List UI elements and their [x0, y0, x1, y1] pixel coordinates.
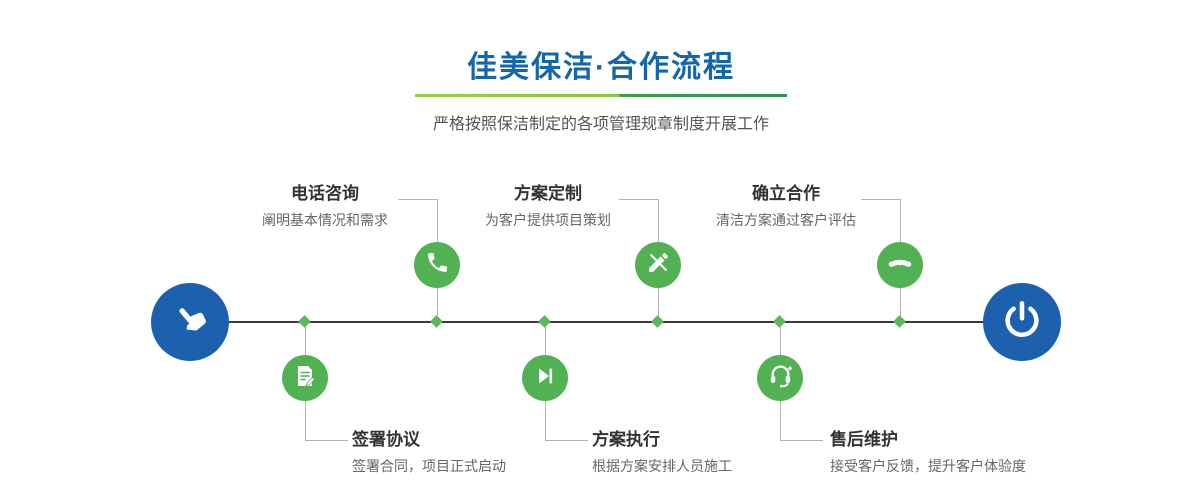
step-title: 方案定制	[514, 184, 582, 203]
step-node-phone	[414, 242, 460, 288]
connector-line	[658, 199, 659, 243]
design-tools-icon	[646, 250, 671, 280]
connector-line	[545, 440, 588, 441]
connector-line	[398, 199, 437, 200]
connector-line	[305, 326, 306, 355]
connector-line	[861, 199, 900, 200]
diamond-marker	[893, 315, 906, 328]
connector-line	[900, 288, 901, 317]
handshake-icon	[887, 250, 913, 281]
connector-line	[437, 288, 438, 317]
step-aftersales-service: 售后维护 接受客户反馈，提升客户体验度	[830, 430, 1080, 475]
timeline-end-node	[983, 283, 1061, 361]
step-desc: 阐明基本情况和需求	[262, 212, 388, 228]
step-desc: 签署合同，项目正式启动	[352, 458, 506, 474]
hand-pointer-icon	[170, 300, 210, 345]
connector-line	[619, 199, 658, 200]
timeline-line	[190, 321, 1022, 323]
step-node-contract	[282, 355, 328, 401]
step-desc: 根据方案安排人员施工	[592, 458, 732, 474]
step-desc: 为客户提供项目策划	[485, 212, 611, 228]
step-phone-consult: 电话咨询 阐明基本情况和需求	[230, 184, 420, 229]
connector-line	[545, 401, 546, 440]
connector-line	[305, 440, 348, 441]
contract-icon	[293, 364, 317, 393]
connector-line	[780, 401, 781, 440]
step-node-design	[635, 242, 681, 288]
connector-line	[545, 326, 546, 355]
step-plan-execute: 方案执行 根据方案安排人员施工	[592, 430, 822, 475]
step-node-execute	[522, 355, 568, 401]
step-desc: 清洁方案通过客户评估	[716, 212, 856, 228]
step-node-aftersales	[757, 355, 803, 401]
step-desc: 接受客户反馈，提升客户体验度	[830, 458, 1026, 474]
title-divider	[415, 94, 787, 97]
step-node-handshake	[877, 242, 923, 288]
step-plan-customize: 方案定制 为客户提供项目策划	[453, 184, 643, 229]
power-icon	[1001, 299, 1043, 346]
step-title: 方案执行	[592, 430, 660, 449]
timeline-start-node	[151, 283, 229, 361]
connector-line	[658, 288, 659, 317]
step-title: 电话咨询	[291, 184, 359, 203]
step-title: 售后维护	[830, 430, 898, 449]
diamond-marker	[651, 315, 664, 328]
connector-line	[437, 199, 438, 243]
play-icon	[533, 364, 557, 393]
connector-line	[780, 440, 823, 441]
page-subtitle: 严格按照保洁制定的各项管理规章制度开展工作	[432, 116, 769, 133]
headset-icon	[768, 363, 793, 393]
page-title: 佳美保洁·合作流程	[467, 51, 735, 84]
connector-line	[900, 199, 901, 243]
phone-icon	[425, 250, 450, 280]
step-title: 签署协议	[352, 430, 420, 449]
connector-line	[305, 401, 306, 440]
diamond-marker	[430, 315, 443, 328]
step-sign-agreement: 签署协议 签署合同，项目正式启动	[352, 430, 582, 475]
connector-line	[780, 326, 781, 355]
step-establish-cooperation: 确立合作 清洁方案通过客户评估	[681, 184, 891, 229]
step-title: 确立合作	[752, 184, 820, 203]
